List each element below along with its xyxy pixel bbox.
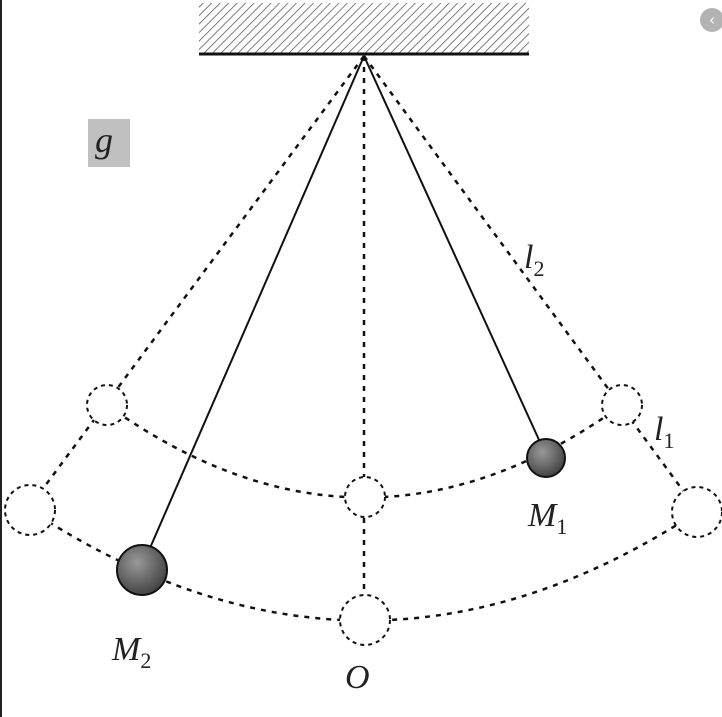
back-chevron-icon[interactable]: ‹: [700, 8, 722, 32]
mass-1-label: M1: [527, 497, 567, 539]
outer-right-position: [671, 486, 722, 538]
string-m2: [149, 55, 365, 549]
inner-left-position: [86, 384, 128, 426]
inner-right-position: [601, 384, 643, 426]
mass-2-label: M2: [111, 631, 151, 673]
ceiling-hatch: [199, 3, 529, 53]
dotted-left-string: [40, 55, 366, 491]
dotted-right-string: [362, 55, 686, 493]
outer-bottom-position: [339, 594, 391, 646]
gravity-label: g: [95, 120, 113, 160]
mass-m2-ball: [116, 544, 168, 596]
mass-m1-ball: [526, 438, 566, 478]
outer-left-position: [4, 484, 56, 536]
length-2-label: l2: [524, 239, 544, 281]
origin-label: O: [345, 659, 370, 696]
gravity-box: [88, 119, 130, 167]
inner-center-position: [344, 476, 386, 518]
string-m1: [363, 55, 541, 443]
length-1-label: l1: [654, 411, 674, 453]
